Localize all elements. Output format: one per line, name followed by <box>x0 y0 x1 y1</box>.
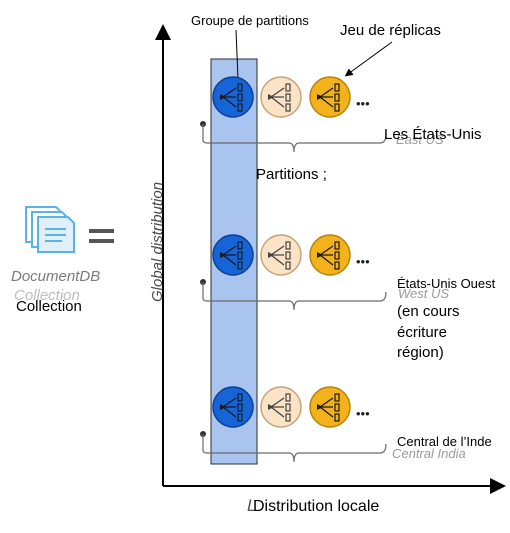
region-label-west-line-4: région) <box>397 344 444 361</box>
region-label-central: Central de l’Inde <box>397 434 492 449</box>
replica-node-icon <box>260 234 302 276</box>
global-axis-label: Global distribution <box>149 181 166 302</box>
replica-node-icon <box>212 386 254 428</box>
local-axis-label: Distribution locale <box>253 498 380 515</box>
more-replicas-ellipsis: ••• <box>356 254 370 269</box>
equals-bar-bottom <box>89 239 114 243</box>
replica-node-icon <box>309 234 351 276</box>
replica-node-icon <box>309 386 351 428</box>
replica-set-pointer <box>344 41 393 77</box>
replica-node-icon <box>212 234 254 276</box>
more-replicas-ellipsis: ••• <box>356 406 370 421</box>
equals-bar-top <box>89 229 114 233</box>
region-ghost-central: Central India <box>392 446 466 461</box>
collection-label: Collection <box>16 298 82 315</box>
region-label-west-line-3: écriture <box>397 324 448 341</box>
region-ghost-west: West US <box>398 286 450 301</box>
partitions-brace <box>200 279 387 311</box>
replica-node-icon <box>260 76 302 118</box>
partitions-brace <box>200 121 387 153</box>
partitions-brace <box>200 431 387 463</box>
more-replicas-ellipsis: ••• <box>356 96 370 111</box>
collection-ghost-line-2: Collection <box>14 287 80 304</box>
document-stack-icon <box>25 206 75 253</box>
local-axis-prefix: L <box>247 496 257 515</box>
collection-ghost-line-1: DocumentDB <box>11 268 101 285</box>
replica-node-icon <box>309 76 351 118</box>
region-ghost-east: East US <box>396 132 444 147</box>
region-label-east: Les États-Unis <box>384 126 482 143</box>
region-label-west-line-2: (en cours <box>397 303 460 320</box>
partitions-label: Partitions ; <box>256 166 327 183</box>
partition-group-label: Groupe de partitions <box>191 13 309 28</box>
partition-group-pointer <box>235 29 239 80</box>
replica-node-icon <box>212 76 254 118</box>
replica-set-label: Jeu de réplicas <box>340 22 441 39</box>
region-label-west-line-1: États-Unis Ouest <box>397 276 496 291</box>
replica-node-icon <box>260 386 302 428</box>
